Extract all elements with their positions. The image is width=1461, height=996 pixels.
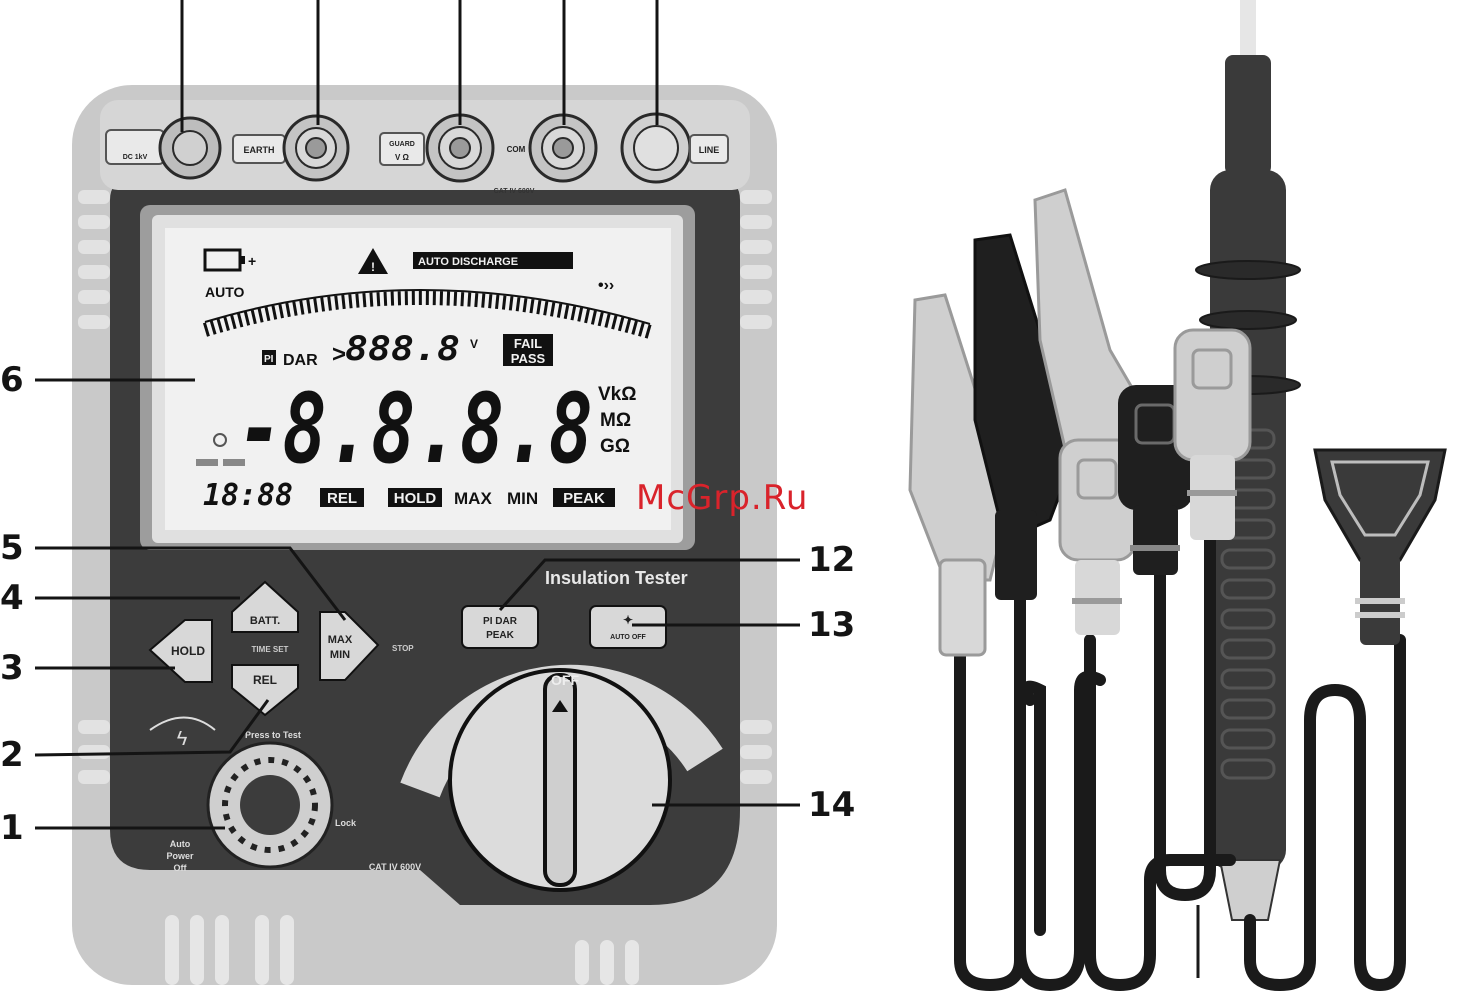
terminal-guard-label: GUARD xyxy=(389,141,415,148)
svg-text:PI DAR: PI DAR xyxy=(483,616,518,627)
terminal-line-label: LINE xyxy=(699,145,720,155)
press-to-test-knob[interactable] xyxy=(206,741,334,869)
callout-12: 12 xyxy=(808,540,856,580)
callout-1: 1 xyxy=(0,808,24,848)
svg-text:+: + xyxy=(248,253,256,269)
svg-text:✦: ✦ xyxy=(623,613,633,627)
buzzer-icon: •›› xyxy=(598,277,614,294)
callout-4: 4 xyxy=(0,578,24,618)
lcd-timer: 18:88 xyxy=(203,478,293,513)
callout-2: 2 xyxy=(0,735,24,775)
callout-leaders xyxy=(34,378,800,830)
lcd-unit-m: MΩ xyxy=(600,410,631,431)
svg-text:HOLD: HOLD xyxy=(171,644,205,658)
lcd-unit-g: GΩ xyxy=(600,436,630,457)
plug-grey-1 xyxy=(1058,438,1137,635)
dial-off-label: OFF xyxy=(551,672,579,688)
lcd-main-digits: -8.8.8.8 xyxy=(238,373,593,485)
remote-plug xyxy=(1313,448,1447,645)
terminal-com-label: COM xyxy=(507,145,526,154)
lcd-pi: PI xyxy=(264,354,274,365)
svg-text:MIN: MIN xyxy=(330,649,350,661)
lcd-fail: FAIL xyxy=(514,336,542,351)
lcd-max: MAX xyxy=(454,489,492,508)
svg-text:>: > xyxy=(332,341,346,368)
time-set-label: TIME SET xyxy=(252,645,289,654)
terminal-guard-sublabel: V Ω xyxy=(395,153,410,162)
high-voltage-icon xyxy=(149,716,216,731)
batt-button[interactable]: BATT. xyxy=(231,580,299,633)
hold-button[interactable]: HOLD xyxy=(148,619,213,683)
lcd-dar: DAR xyxy=(283,352,318,369)
callout-13: 13 xyxy=(808,605,856,645)
auto-power-off-label-1: Auto xyxy=(170,839,191,849)
test-leads xyxy=(908,0,1447,992)
terminal-earth-label: EARTH xyxy=(244,145,275,155)
plug-grey-2 xyxy=(1173,328,1252,540)
auto-off-button[interactable]: ✦ AUTO OFF xyxy=(589,605,667,649)
callout-3: 3 xyxy=(0,648,24,688)
pi-dar-button[interactable]: PI DAR PEAK xyxy=(461,605,539,649)
svg-text:BATT.: BATT. xyxy=(250,615,280,627)
lcd-min: MIN xyxy=(507,489,538,508)
lcd-unit-vk: VkΩ xyxy=(598,384,636,405)
lcd-peak: PEAK xyxy=(563,490,605,507)
svg-text:ϟ: ϟ xyxy=(177,728,188,750)
lcd-pass: PASS xyxy=(511,351,546,366)
panel-title: Insulation Tester xyxy=(545,568,688,588)
callout-6: 6 xyxy=(0,360,24,400)
watermark: McGrp.Ru xyxy=(636,478,809,518)
lcd-rel: REL xyxy=(327,490,357,507)
svg-text:MAX: MAX xyxy=(328,634,353,646)
lcd-sub-unit: V xyxy=(470,337,478,351)
control-panel: Insulation Tester BATT. TIME SET HOLD MA… xyxy=(148,568,723,892)
warning-icon xyxy=(358,248,388,274)
callout-14: 14 xyxy=(808,785,856,825)
svg-text:PEAK: PEAK xyxy=(486,630,515,641)
stop-label: STOP xyxy=(392,644,414,653)
terminal-cat-label: CAT IV 600V xyxy=(494,188,535,195)
rotary-selector[interactable] xyxy=(400,664,723,892)
max-min-button[interactable]: MAX MIN xyxy=(319,611,380,681)
alligator-clip-grey-1 xyxy=(908,293,1012,657)
terminal-dc-label: DC 1kV xyxy=(123,154,148,161)
lcd-auto: AUTO xyxy=(205,284,245,300)
callout-5: 5 xyxy=(0,528,24,568)
cat-rating-label: CAT IV 600V xyxy=(369,862,421,872)
lcd-hold: HOLD xyxy=(394,490,437,507)
rel-button[interactable]: REL xyxy=(231,664,299,717)
auto-power-off-label-3: Off xyxy=(174,863,188,873)
lock-label: Lock xyxy=(335,818,357,828)
svg-text:REL: REL xyxy=(253,673,277,687)
lcd-sub-digits: 888.8 xyxy=(345,329,460,369)
press-to-test-label: Press to Test xyxy=(245,730,301,740)
svg-text:AUTO OFF: AUTO OFF xyxy=(610,634,646,641)
svg-text:!: ! xyxy=(371,260,375,274)
lcd-bargraph xyxy=(202,291,652,339)
lcd-display: + AUTO ! AUTO DISCHARGE •›› PI DAR > 888… xyxy=(140,205,695,550)
lcd-auto-discharge: AUTO DISCHARGE xyxy=(418,256,518,268)
auto-power-off-label-2: Power xyxy=(166,851,194,861)
top-leader-lines xyxy=(180,0,659,132)
